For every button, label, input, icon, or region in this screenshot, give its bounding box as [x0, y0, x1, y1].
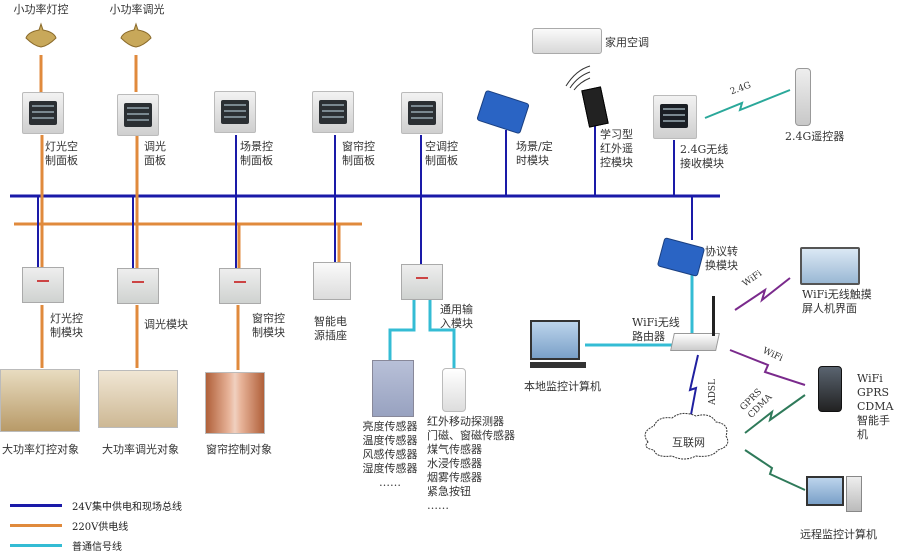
- smartphone-icon: [818, 366, 842, 412]
- light-control-module-label: 灯光控 制模块: [50, 312, 83, 339]
- scene-timer-module-label: 场景/定 时模块: [516, 140, 553, 167]
- sensor-item: ……: [379, 476, 401, 489]
- small-light-control-label: 小功率灯控: [13, 3, 69, 16]
- curtain-control-panel-label: 窗帘控 制面板: [342, 140, 375, 167]
- legend-label: 220V供电线: [72, 522, 129, 533]
- rf-2-4g-link: [704, 89, 791, 119]
- dimming-module-label: 调光模块: [144, 318, 188, 331]
- rf-receiver-module: [653, 95, 697, 139]
- rf-receiver-module-label: 2.4G无线 接收模块: [680, 143, 729, 170]
- remote-pc-tower-icon: [846, 476, 862, 512]
- ir-module-label: 学习型 红外遥 控模块: [600, 128, 633, 169]
- router-antenna-icon: [712, 296, 715, 336]
- remote-control-icon: [795, 68, 811, 126]
- signal-to-sensor-box: [388, 300, 416, 360]
- light-control-panel: [22, 92, 64, 134]
- high-power-light-object-photo: [0, 369, 80, 432]
- dimming-module: [117, 268, 159, 304]
- dimming-panel-label: 调光 面板: [144, 140, 166, 167]
- local-pc-label: 本地监控计算机: [524, 380, 601, 393]
- protocol-converter-label: 协议转 换模块: [705, 245, 738, 272]
- sensor-box-icon: [372, 360, 414, 417]
- legend-swatch: [10, 544, 62, 547]
- curtain-control-module-label: 窗帘控 制模块: [252, 312, 285, 339]
- internet-cloud-icon: [644, 412, 729, 460]
- smart-socket-icon: [313, 262, 351, 300]
- scene-control-panel-label: 场景控 制面板: [240, 140, 273, 167]
- smart-socket-label: 智能电 源插座: [314, 315, 347, 342]
- sensor-item: 温度传感器: [362, 434, 418, 447]
- ac-control-panel: [401, 92, 443, 134]
- sensor-item: ……: [427, 499, 449, 512]
- adsl-link: [688, 354, 699, 421]
- sensor-item: 红外移动探测器: [427, 415, 504, 428]
- sensor-item: 湿度传感器: [362, 462, 418, 475]
- ac-control-panel-label: 空调控 制面板: [425, 140, 458, 167]
- legend-label: 普通信号线: [72, 542, 122, 553]
- sensor-item: 水浸传感器: [427, 457, 482, 470]
- sensor-item: 紧急按钮: [427, 485, 471, 498]
- gprs-link-phone: [744, 394, 806, 434]
- sensor-item: 亮度传感器: [362, 420, 418, 433]
- light-control-panel-label: 灯光空 制面板: [45, 140, 78, 167]
- high-power-dimming-object-photo: [98, 370, 178, 428]
- air-conditioner-label: 家用空调: [605, 36, 649, 49]
- signal-to-pir: [428, 300, 456, 368]
- local-pc-icon: [530, 320, 580, 360]
- curtain-control-object-label: 窗帘控制对象: [206, 443, 272, 456]
- small-dimming-label: 小功率调光: [109, 3, 165, 16]
- sensors-a-list: 亮度传感器温度传感器风感传感器湿度传感器……: [360, 420, 420, 490]
- general-input-module-label: 通用输 入模块: [440, 303, 473, 330]
- remote-label: 2.4G遥控器: [785, 130, 845, 143]
- remote-pc-icon: [806, 476, 844, 506]
- legend-swatch: [10, 524, 62, 527]
- sensor-item: 煤气传感器: [427, 443, 482, 456]
- local-pc-keyboard-icon: [530, 362, 586, 368]
- sensor-item: 风感传感器: [362, 448, 418, 461]
- touchscreen-icon: [800, 247, 860, 285]
- sensor-item: 门磁、窗磁传感器: [427, 429, 515, 442]
- legend-label: 24V集中供电和现场总线: [72, 502, 182, 513]
- adsl-label: ADSL: [707, 379, 718, 405]
- wifi-link-touchscreen: [734, 277, 791, 311]
- remote-pc-label: 远程监控计算机: [800, 528, 877, 541]
- chandelier-icon: [120, 22, 152, 48]
- touchscreen-label: WiFi无线触摸 屏人机界面: [802, 288, 872, 315]
- smartphone-label: WiFi GPRS CDMA 智能手机: [857, 372, 894, 441]
- dimming-panel: [117, 94, 159, 136]
- sensors-b-list: 红外移动探测器门磁、窗磁传感器煤气传感器水浸传感器烟雾传感器紧急按钮……: [427, 415, 515, 513]
- internet-label: 互联网: [672, 436, 705, 449]
- wifi-link-phone: [729, 349, 806, 386]
- high-power-dimming-object-label: 大功率调光对象: [102, 443, 179, 456]
- general-input-module: [401, 264, 443, 300]
- light-control-module: [22, 267, 64, 303]
- pir-detector-icon: [442, 368, 466, 412]
- high-power-light-object-label: 大功率灯控对象: [2, 443, 79, 456]
- air-conditioner-icon: [532, 28, 602, 54]
- router-label: WiFi无线 路由器: [632, 316, 680, 343]
- sensor-item: 烟雾传感器: [427, 471, 482, 484]
- chandelier-icon: [25, 22, 57, 48]
- gprs-link-remote-pc: [744, 449, 806, 491]
- curtain-control-module: [219, 268, 261, 304]
- scene-control-panel: [214, 91, 256, 133]
- curtain-control-panel: [312, 91, 354, 133]
- legend-swatch: [10, 504, 62, 507]
- ir-wave-icon: [565, 65, 591, 91]
- curtain-control-object-photo: [205, 372, 265, 434]
